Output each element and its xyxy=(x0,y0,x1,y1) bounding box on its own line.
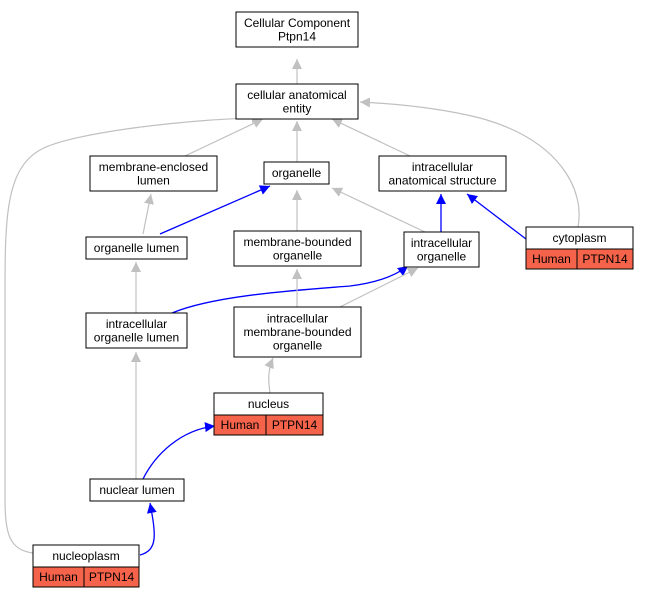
edge-orgl-org xyxy=(159,185,271,235)
node-box xyxy=(235,11,359,48)
edge-np-cae xyxy=(4,113,263,554)
node-label: intracellular xyxy=(267,312,328,326)
annotation-species: Human xyxy=(39,570,78,584)
annotation-gene-cell xyxy=(83,566,140,588)
edge-cyto-cae xyxy=(359,97,580,228)
node-label: organelle xyxy=(273,248,323,262)
node-box xyxy=(235,83,359,120)
node-box xyxy=(89,155,218,192)
node-label: organelle xyxy=(273,339,323,353)
annotation-gene: PTPN14 xyxy=(89,570,135,584)
node-label: anatomical structure xyxy=(388,173,496,187)
node-label: membrane-enclosed xyxy=(99,160,208,174)
edges-layer xyxy=(4,59,580,556)
node-orgl[interactable]: organelle lumen xyxy=(85,236,188,260)
node-label: nuclear lumen xyxy=(99,483,174,497)
node-org[interactable]: organelle xyxy=(263,161,330,185)
node-box xyxy=(85,236,188,260)
edge-cyto-ias xyxy=(466,193,527,240)
node-label: intracellular xyxy=(412,160,473,174)
node-box xyxy=(378,155,507,192)
node-box xyxy=(89,478,185,502)
node-label: intracellular xyxy=(411,236,472,250)
node-label: organelle lumen xyxy=(94,330,179,344)
node-label: lumen xyxy=(137,173,170,187)
node-label: organelle xyxy=(417,249,467,263)
edge-np-nl xyxy=(139,502,157,556)
node-label: membrane-bounded xyxy=(243,235,351,249)
node-box xyxy=(233,230,362,267)
node-label: Ptpn14 xyxy=(278,29,316,43)
node-box xyxy=(85,312,188,349)
edge-orgl-mel xyxy=(142,193,154,235)
node-label: entity xyxy=(283,101,312,115)
node-label: organelle xyxy=(272,166,322,180)
node-label: intracellular xyxy=(106,317,167,331)
annotation-species: Human xyxy=(221,418,260,432)
node-label: organelle lumen xyxy=(94,241,179,255)
node-label: cellular anatomical xyxy=(247,88,346,102)
node-box xyxy=(403,231,480,268)
node-box xyxy=(263,161,330,185)
annotation-gene-cell xyxy=(265,414,324,436)
edge-io-org xyxy=(331,187,426,233)
edge-nuc-imbo xyxy=(264,357,274,394)
node-label: nucleus xyxy=(248,397,289,411)
annotation-gene: PTPN14 xyxy=(272,418,318,432)
node-label: nucleoplasm xyxy=(52,549,119,563)
edge-iol-io xyxy=(171,265,409,314)
annotation-gene-cell xyxy=(576,248,634,270)
annotation-species: Human xyxy=(532,252,571,266)
annotation-gene: PTPN14 xyxy=(582,252,628,266)
edge-mel-cae xyxy=(184,118,264,157)
node-label: membrane-bounded xyxy=(243,325,351,339)
node-box xyxy=(233,306,362,358)
node-label: Cellular Component xyxy=(244,16,351,30)
edge-imbo-io xyxy=(339,267,419,308)
node-label: cytoplasm xyxy=(552,231,606,245)
node-nl[interactable]: nuclear lumen xyxy=(89,478,185,502)
edge-nl-nuc xyxy=(142,422,216,480)
edge-ias-cae xyxy=(331,118,411,157)
